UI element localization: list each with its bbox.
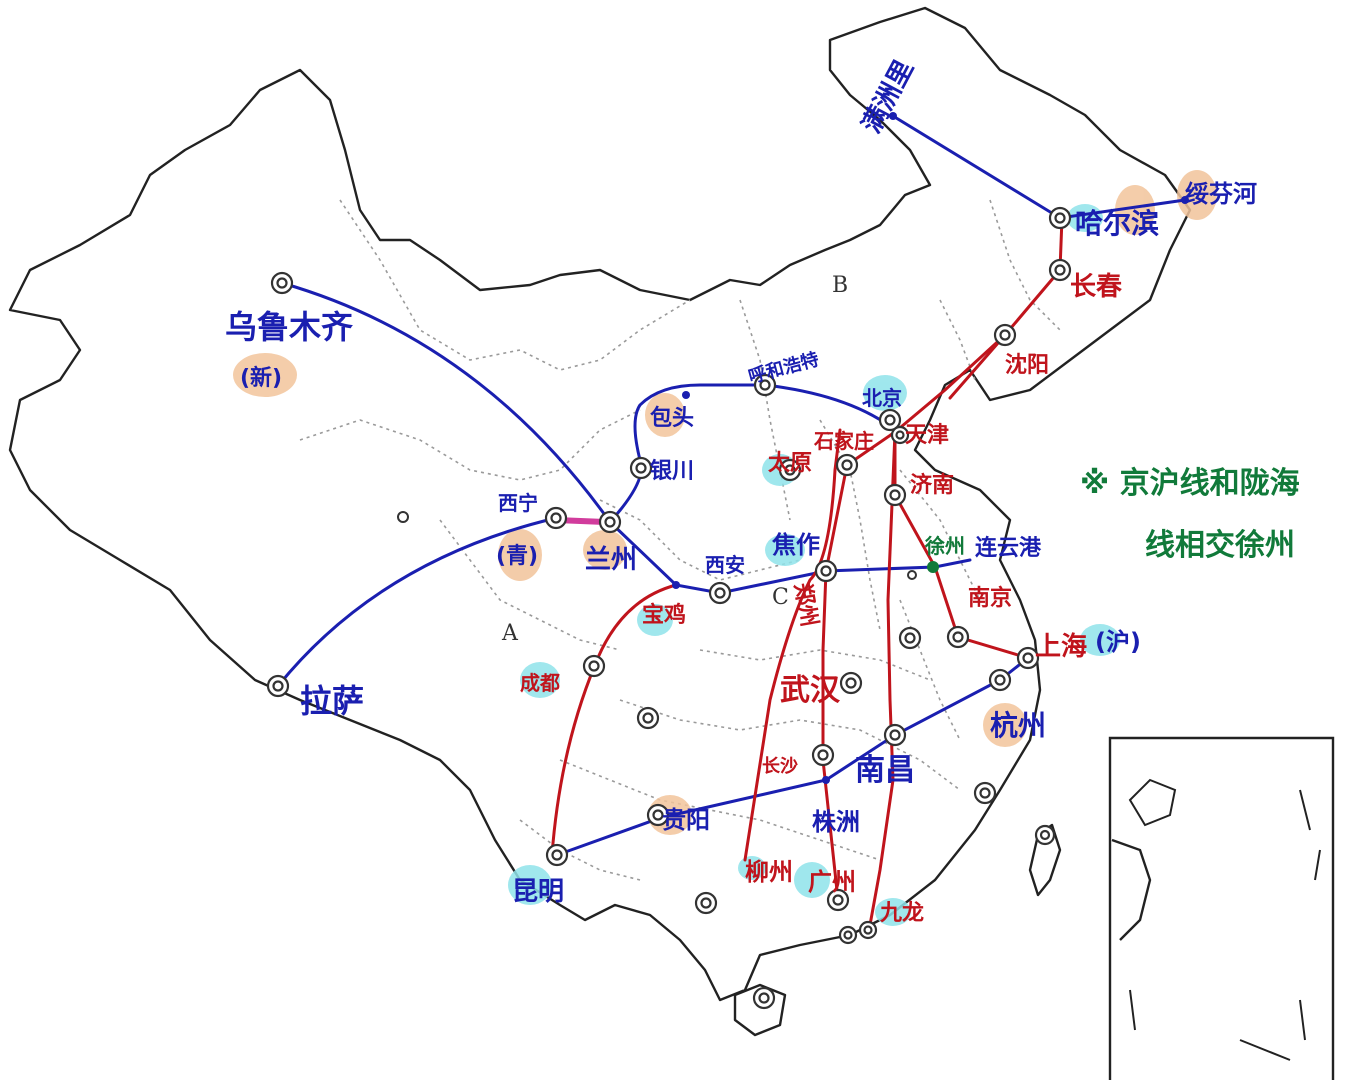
label-guiyang: 贵阳: [662, 806, 710, 834]
label-tianjin: 天津: [905, 422, 949, 448]
red-route-taiyuan-jiaozuo-liuzhou: [743, 428, 842, 862]
label-lhasa: 拉萨: [300, 682, 364, 720]
label-xin: (新): [240, 365, 282, 391]
marker-lanzhou: [598, 510, 622, 534]
label-xining: 西宁: [498, 491, 538, 515]
marker-urumqi: [270, 271, 294, 295]
label-jiaozuo: 焦作: [772, 531, 820, 559]
inset-map: [1108, 736, 1335, 1080]
label-lianyungang: 连云港: [975, 535, 1042, 561]
label-shenyang: 沈阳: [1005, 353, 1049, 378]
blue-route-lhasa-xining: [276, 516, 558, 688]
marker-hangzhou: [988, 668, 1012, 692]
marker-nanjing: [946, 625, 970, 649]
marker-nanchang: [883, 723, 907, 747]
map-letters: A B C: [501, 273, 848, 646]
marker-chengdu: [582, 654, 606, 678]
label-suifenhe: 绥芬河: [1185, 180, 1257, 208]
marker-wuhan: [839, 671, 863, 695]
note-line-1: ※ 京沪线和陇海: [1080, 466, 1300, 501]
marker-guiyang: [646, 803, 670, 827]
marker-guangzhou: [826, 888, 850, 912]
label-jinan: 济南: [910, 472, 954, 498]
marker-hefei: [898, 626, 922, 650]
marker-xining: [544, 506, 568, 530]
label-qing: (青): [496, 544, 538, 569]
label-changchun: 长春: [1070, 272, 1122, 302]
label-urumqi: 乌鲁木齐: [225, 308, 353, 346]
label-nanjing: 南京: [968, 585, 1012, 611]
marker-nanning: [694, 891, 718, 915]
label-xian: 西安: [705, 553, 745, 577]
marker-kunming: [545, 843, 569, 867]
marker-fuzhou: [973, 781, 997, 805]
letter-a: A: [501, 621, 519, 646]
red-route-harbin-beijing: [893, 216, 1064, 434]
marker-shijiazhuang: [835, 453, 859, 477]
label-jiulong: 九龙: [879, 901, 924, 926]
red-route-shenyang-tianjin: [948, 333, 1007, 400]
label-chengdu: 成都: [520, 671, 560, 695]
marker-chongqing: [636, 706, 660, 730]
blue-railways: [276, 114, 1187, 857]
marker-hongkong: [858, 920, 878, 940]
label-hu: (沪): [1095, 628, 1141, 656]
label-hangzhou: 杭州: [990, 709, 1046, 742]
marker-tianjin: [890, 425, 910, 445]
label-kunming: 昆明: [512, 877, 564, 907]
letter-c: C: [772, 585, 789, 610]
marker-taipei: [1034, 824, 1056, 846]
marker-taiyuan: [778, 458, 802, 482]
orange-highlights: [233, 170, 1217, 835]
marker-lhasa: [266, 674, 290, 698]
marker-shanghai: [1016, 646, 1040, 670]
city-markers: [266, 206, 1072, 1010]
marker-macau: [838, 925, 858, 945]
label-shanghai: 上海: [1035, 632, 1087, 662]
note-line-2: 线相交徐州: [1145, 528, 1295, 563]
label-zhuzhou: 株洲: [812, 808, 860, 836]
marker-yinchuan: [629, 456, 653, 480]
label-xuzhou: 徐州: [924, 534, 965, 558]
marker-changchun: [1048, 258, 1072, 282]
province-borders: [299, 199, 1061, 881]
marker-shenyang: [993, 323, 1017, 347]
label-lanzhou: 兰州: [585, 545, 637, 575]
label-beijing: 北京: [862, 386, 902, 410]
marker-haikou: [752, 986, 776, 1010]
letter-b: B: [832, 273, 848, 298]
label-nanchang: 南昌: [855, 753, 915, 788]
label-yinchuan: 银川: [650, 459, 694, 484]
red-route-beijing-jiulong: [868, 430, 897, 927]
label-wuhan: 武汉: [780, 673, 841, 708]
marker-changsha: [811, 743, 835, 767]
country-outline: [8, 6, 1192, 1037]
blue-route-lanzhou-lianyungang: [608, 520, 972, 595]
label-changsha: 长沙: [762, 756, 798, 777]
marker-hohhot: [753, 373, 777, 397]
label-taiyuan: 太原: [768, 451, 812, 476]
label-guangzhou: 广州: [808, 868, 856, 896]
marker-harbin: [1048, 206, 1072, 230]
marker-zhengzhou: [814, 559, 838, 583]
green-labels: 徐州 ※ 京沪线和陇海 线相交徐州: [924, 466, 1300, 563]
small-dots: [397, 112, 1189, 784]
red-labels: 长春 沈阳 天津 太原 石家庄 济南 郑州 南京 宝鸡 成都 武汉 长沙 柳州 …: [520, 272, 1122, 926]
marker-beijing: [878, 408, 902, 432]
label-harbin: 哈尔滨: [1075, 207, 1159, 240]
label-baoji: 宝鸡: [642, 602, 686, 628]
label-liuzhou: 柳州: [745, 858, 793, 886]
label-baotou: 包头: [650, 405, 694, 431]
label-shijiazhuang: 石家庄: [813, 429, 874, 453]
blue-route-urumqi-lanzhou: [280, 281, 612, 524]
marker-xian: [708, 581, 732, 605]
marker-jinan: [883, 483, 907, 507]
